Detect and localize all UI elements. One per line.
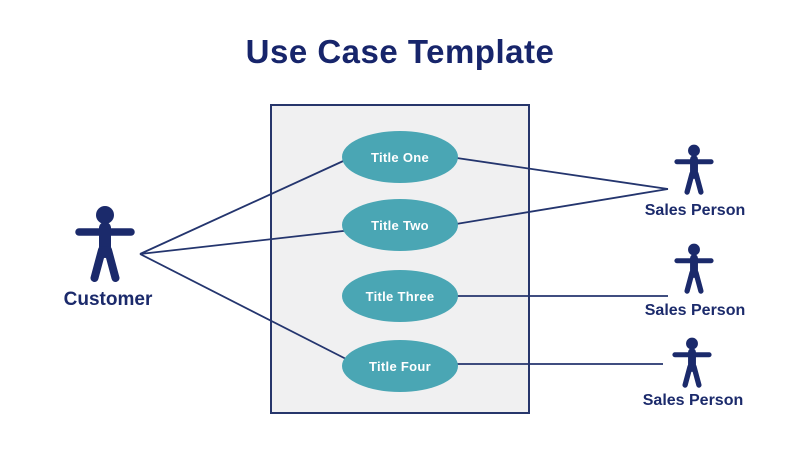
person-icon — [672, 337, 712, 388]
person-icon — [75, 206, 135, 282]
use-case-title-three[interactable]: Title Three — [342, 270, 458, 322]
person-icon — [674, 144, 714, 195]
page-title: Use Case Template — [245, 33, 555, 70]
use-case-label: Title Three — [365, 288, 435, 304]
actor-sales-person-1[interactable] — [674, 144, 714, 198]
use-case-label: Title Two — [371, 217, 429, 233]
person-icon — [674, 243, 714, 294]
use-case-title-two[interactable]: Title Two — [342, 199, 458, 251]
actor-sales-person-3[interactable] — [672, 337, 712, 391]
use-case-label: Title One — [370, 149, 430, 165]
actor-customer[interactable] — [75, 205, 135, 287]
actor-label-sales-person-1: Sales Person — [644, 202, 746, 219]
actor-label-sales-person-3: Sales Person — [642, 392, 744, 409]
use-case-label: Title Four — [369, 358, 431, 374]
actor-label-sales-person-2: Sales Person — [644, 302, 746, 319]
use-case-title-four[interactable]: Title Four — [342, 340, 458, 392]
actor-label-customer: Customer — [63, 289, 153, 310]
actor-sales-person-2[interactable] — [674, 243, 714, 297]
use-case-title-one[interactable]: Title One — [342, 131, 458, 183]
